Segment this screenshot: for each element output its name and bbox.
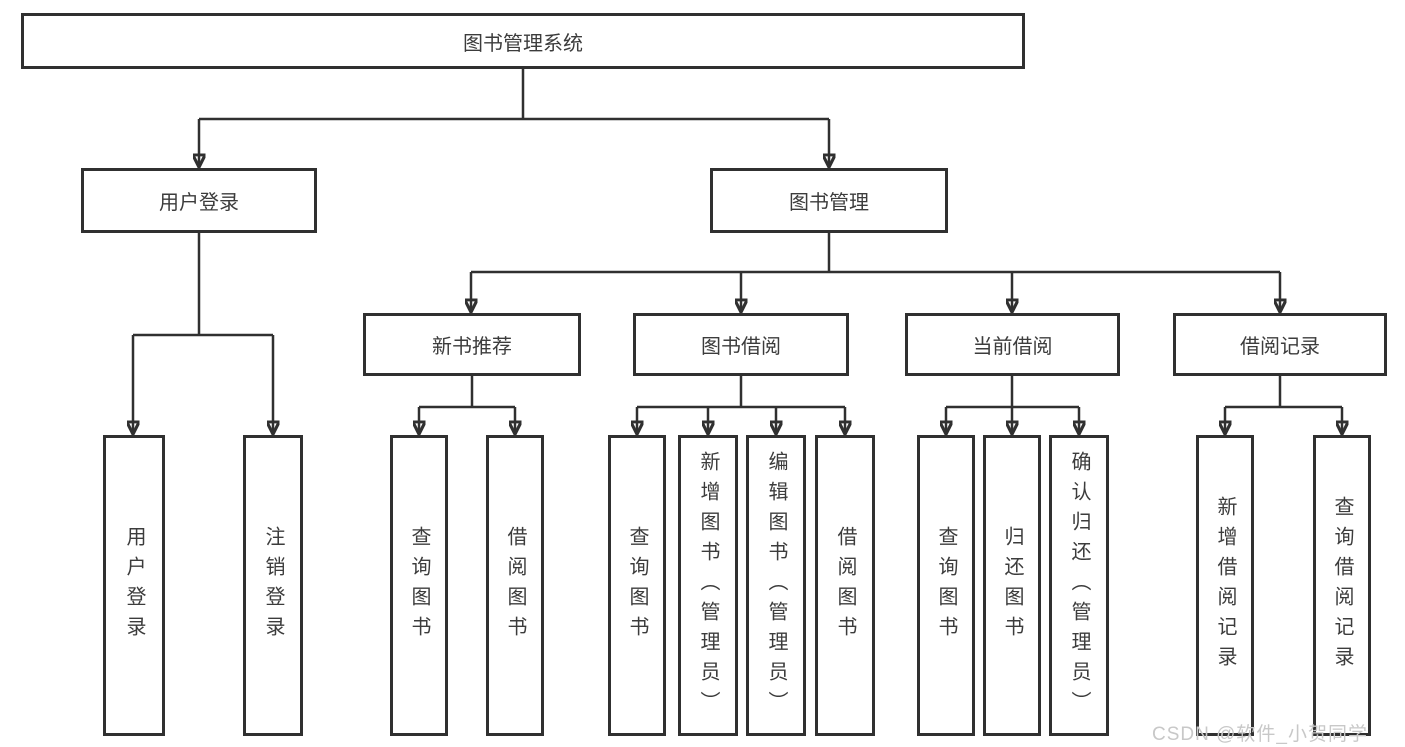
leaf-add-book-admin: 新增图书（管理员）	[678, 435, 738, 736]
node-root: 图书管理系统	[21, 13, 1025, 69]
leaf-add-borrow-record: 新增借阅记录	[1196, 435, 1254, 736]
node-user-login: 用户登录	[81, 168, 317, 233]
node-book-management: 图书管理	[710, 168, 948, 233]
node-new-book-recommendation: 新书推荐	[363, 313, 581, 376]
leaf-query-books-current: 查询图书	[917, 435, 975, 736]
tree-skeleton	[133, 67, 1342, 409]
node-borrowing-records: 借阅记录	[1173, 313, 1387, 376]
leaf-return-books: 归还图书	[983, 435, 1041, 736]
leaf-borrow-books-recommend: 借阅图书	[486, 435, 544, 736]
watermark: CSDN @软件_小贺同学	[1152, 724, 1368, 745]
leaf-query-books-recommend: 查询图书	[390, 435, 448, 736]
node-book-borrowing: 图书借阅	[633, 313, 849, 376]
leaf-query-books-borrow: 查询图书	[608, 435, 666, 736]
leaf-edit-book-admin: 编辑图书（管理员）	[746, 435, 806, 736]
leaf-confirm-return-admin: 确认归还（管理员）	[1049, 435, 1109, 736]
leaf-borrow-books-borrow: 借阅图书	[815, 435, 875, 736]
leaf-query-borrow-record: 查询借阅记录	[1313, 435, 1371, 736]
leaf-logout: 注销登录	[243, 435, 303, 736]
leaf-user-login: 用户登录	[103, 435, 165, 736]
node-current-borrowing: 当前借阅	[905, 313, 1120, 376]
